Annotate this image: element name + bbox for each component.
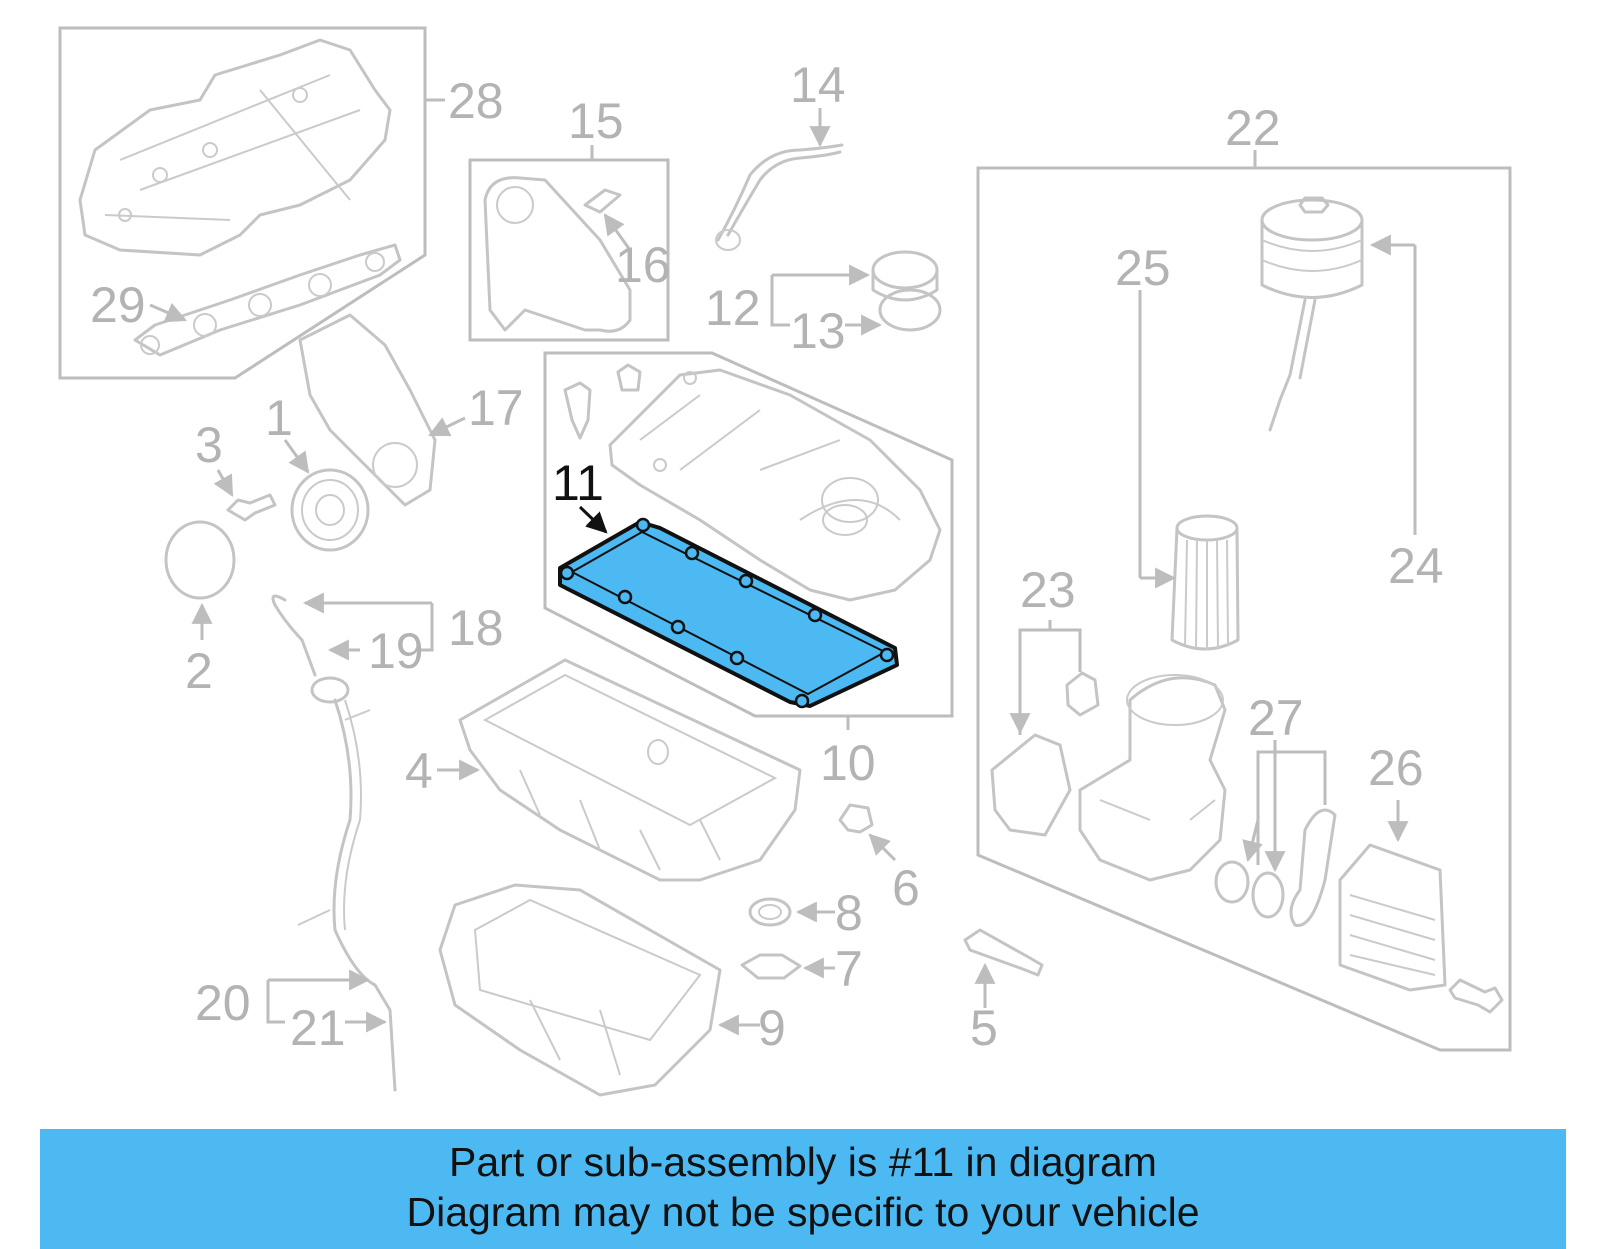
callout-26: 26 — [1368, 740, 1424, 796]
callout-16: 16 — [615, 237, 671, 293]
crankshaft-pulley — [283, 439, 370, 552]
cover-clip — [583, 188, 622, 214]
oil-dipstick — [266, 592, 434, 1092]
callout-24: 24 — [1388, 538, 1444, 594]
timing-belt-cover — [483, 176, 632, 333]
callout-11: 11 — [552, 455, 604, 511]
callout-labels: 1 2 3 4 5 6 7 8 9 10 11 12 13 14 15 16 1… — [90, 57, 1444, 1056]
callout-1: 1 — [265, 390, 293, 446]
callout-10: 10 — [820, 735, 876, 791]
sealing-cap — [164, 520, 236, 640]
group-box-22 — [976, 166, 1512, 1052]
callout-3: 3 — [195, 417, 223, 473]
callout-23: 23 — [1020, 562, 1076, 618]
callout-17: 17 — [468, 380, 524, 436]
lower-timing-cover — [298, 313, 466, 507]
oil-filter-housing — [1078, 676, 1227, 882]
cylinder-head-cover-group — [543, 351, 954, 730]
callout-9: 9 — [758, 1000, 786, 1056]
sealant-tube — [963, 928, 1044, 1008]
oil-filter-group — [976, 150, 1512, 1052]
banner-line-disclaimer: Diagram may not be specific to your vehi… — [406, 1189, 1200, 1235]
oil-cooler — [1338, 800, 1447, 992]
group-box-28 — [58, 26, 427, 380]
seal-ring — [748, 897, 835, 927]
highlight-leader — [578, 505, 608, 534]
callout-21: 21 — [290, 1000, 346, 1056]
callout-6: 6 — [892, 860, 920, 916]
cap-plug — [616, 363, 642, 392]
callout-13: 13 — [790, 303, 846, 359]
oil-filter-cap — [1260, 196, 1417, 535]
callout-19: 19 — [368, 623, 424, 679]
group-box-10 — [543, 351, 954, 718]
callout-28: 28 — [448, 73, 504, 129]
pulley-bolt — [213, 469, 277, 522]
callout-29: 29 — [90, 277, 146, 333]
drain-plug — [838, 803, 897, 862]
timing-cover-group — [468, 145, 670, 342]
callout-25: 25 — [1115, 240, 1171, 296]
callout-5: 5 — [970, 1000, 998, 1056]
oil-filter-element — [1138, 290, 1240, 651]
callout-14: 14 — [790, 57, 846, 113]
callout-4: 4 — [405, 743, 433, 799]
banner-line-part: Part or sub-assembly is #11 in diagram — [449, 1139, 1157, 1185]
filler-cap-seal — [878, 288, 942, 332]
callout-12: 12 — [705, 280, 761, 336]
oil-pan-lower — [438, 883, 760, 1097]
group-box-15 — [468, 158, 670, 342]
part-info-banner: Part or sub-assembly is #11 in diagram D… — [40, 1129, 1566, 1249]
oil-pan-upper — [437, 658, 802, 882]
gasket-oil-pump — [740, 953, 835, 980]
callout-2: 2 — [185, 643, 213, 699]
cooler-bolt — [1448, 978, 1504, 1014]
vent-valve — [563, 381, 592, 440]
callout-22: 22 — [1225, 100, 1281, 156]
callout-15: 15 — [568, 93, 624, 149]
breather-hose — [715, 108, 844, 251]
intake-manifold-group — [58, 26, 445, 380]
cylinder-head-cover — [608, 368, 942, 602]
filter-housing-gasket — [990, 620, 1100, 837]
manifold-gasket — [133, 243, 402, 357]
callout-18: 18 — [448, 600, 504, 656]
callout-8: 8 — [835, 885, 863, 941]
cylinder-head-cover-gasket — [558, 517, 899, 709]
oil-filler-cap — [770, 250, 942, 336]
callout-20: 20 — [195, 975, 251, 1031]
callout-7: 7 — [835, 941, 863, 997]
intake-manifold — [78, 38, 392, 257]
callout-27: 27 — [1248, 690, 1304, 746]
o-rings — [1214, 740, 1337, 927]
